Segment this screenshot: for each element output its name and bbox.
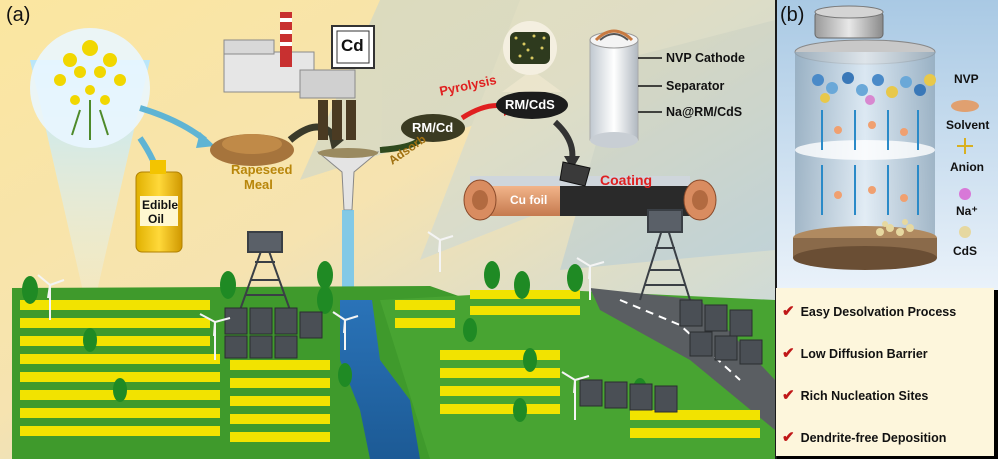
- nvp-particles: [812, 72, 926, 105]
- rm-cd-pile: [401, 114, 465, 142]
- factory-icon: [223, 12, 356, 99]
- rolled-cell-icon: [589, 29, 639, 148]
- cu-foil-label: Cu foil: [510, 193, 548, 207]
- check-icon: ✔: [782, 387, 795, 404]
- check-icon: ✔: [782, 429, 795, 446]
- power-tower-left: [239, 231, 291, 311]
- benefit-item: ✔Easy Desolvation Process: [782, 303, 957, 320]
- oil-bottle-icon: [135, 160, 183, 253]
- legend-na-icon: [959, 188, 971, 200]
- benefit-item: ✔Low Diffusion Barrier: [782, 345, 928, 362]
- benefits-checklist: ✔Easy Desolvation Process ✔Low Diffusion…: [776, 288, 994, 456]
- legend-anion-label: Anion: [950, 160, 984, 174]
- legend-cds-label: CdS: [953, 244, 977, 258]
- benefit-item: ✔Dendrite-free Deposition: [782, 429, 947, 446]
- storage-blocks: [224, 299, 763, 413]
- solvent-molecules: [834, 121, 908, 202]
- check-icon: ✔: [782, 303, 795, 320]
- trees: [22, 261, 647, 422]
- rm-cds-magnified: [502, 21, 562, 92]
- river: [340, 300, 420, 459]
- check-icon: ✔: [782, 345, 795, 362]
- rm-cds-pile: [496, 91, 568, 119]
- edible-oil-label-line2: Oil: [148, 212, 165, 226]
- nvp-cathode-label: NVP Cathode: [666, 51, 745, 65]
- rm-cd-label: RM/Cd: [412, 120, 454, 135]
- benefit-item: ✔Rich Nucleation Sites: [782, 387, 929, 404]
- panel-b-label: (b): [780, 4, 805, 26]
- rm-cds-label: RM/CdS: [505, 97, 555, 112]
- cds-deposit: [876, 219, 914, 236]
- road: [590, 288, 775, 430]
- legend-solvent-icon: [951, 100, 979, 112]
- coating-label: Coating: [600, 172, 653, 188]
- water-stream: [342, 210, 354, 300]
- coating-assembly: [463, 161, 717, 221]
- power-tower-right: [639, 209, 691, 301]
- edible-oil-label-line1: Edible: [142, 198, 179, 212]
- battery-cell-diagram: [793, 5, 937, 270]
- rapeseed-flower-icon: [30, 28, 150, 148]
- legend-cds-icon: [959, 226, 971, 238]
- legend-anion-icon: [957, 138, 973, 154]
- ion-arrows: [821, 110, 919, 215]
- rapeseed-meal-label-line2: Meal: [244, 177, 273, 192]
- legend-nvp-icon: [924, 74, 936, 86]
- cd-element-icon: [331, 25, 375, 69]
- discharge-pipes: [318, 100, 356, 140]
- cd-label: Cd: [341, 36, 364, 55]
- panel-a-label: (a): [6, 4, 31, 26]
- wind-turbines: [37, 231, 605, 420]
- legend-solvent-label: Solvent: [946, 118, 990, 132]
- legend-na-label: Na⁺: [956, 204, 978, 218]
- separator-label: Separator: [666, 79, 725, 93]
- cell-leader-lines: [638, 57, 662, 113]
- legend-nvp-label: NVP: [954, 72, 979, 86]
- na-rm-cds-label: Na@RM/CdS: [666, 105, 743, 119]
- arrow-to-rmcd: [379, 137, 422, 153]
- rapeseed-meal-label-line1: Rapeseed: [231, 162, 293, 177]
